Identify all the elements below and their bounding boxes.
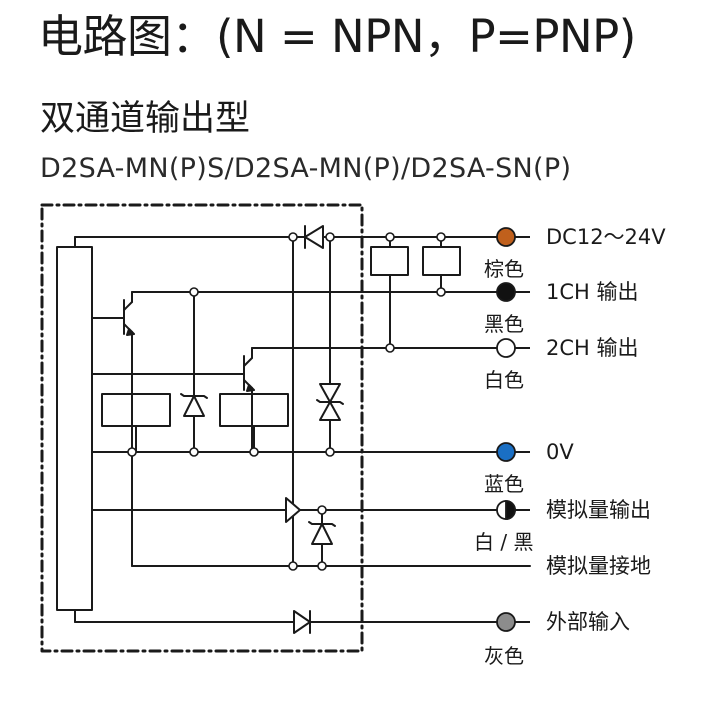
terminal-label-2ch: 2CH 输出	[546, 336, 639, 360]
page-subtitle: 双通道输出型	[40, 99, 251, 139]
terminal-dot-2ch	[496, 338, 516, 358]
internal-resistor-2	[219, 393, 289, 427]
terminal-dot-1ch	[496, 282, 516, 302]
zener-diode-1	[180, 291, 208, 453]
junction-dots	[127, 232, 446, 571]
zener-diode-analog	[308, 509, 336, 567]
terminal-dot-0v	[496, 442, 516, 462]
diode-external-input	[293, 610, 311, 634]
terminal-dot-ext-input	[496, 612, 516, 632]
terminal-label-ext-input: 外部输入	[546, 610, 630, 634]
terminal-dot-dc	[496, 227, 516, 247]
terminal-label-0v: 0V	[546, 440, 574, 464]
terminal-label-1ch: 1CH 输出	[546, 280, 639, 304]
wire-2ch	[251, 347, 498, 359]
color-label-1ch: 黑色	[484, 312, 524, 336]
wire-analog-ground	[131, 451, 531, 567]
transistor-2ch	[91, 355, 255, 453]
terminal-label-dc: DC12～24V	[546, 225, 666, 249]
internal-resistor-1	[101, 393, 171, 427]
model-numbers: D2SA-MN(P)S/D2SA-MN(P)/D2SA-SN(P)	[40, 153, 572, 184]
analog-buffer	[285, 497, 301, 523]
color-label-0v: 蓝色	[484, 472, 524, 496]
main-circuit-block	[56, 246, 93, 611]
terminal-label-analog-out: 模拟量输出	[546, 498, 651, 522]
transistor-1ch	[91, 299, 135, 453]
wire-external-input	[74, 609, 498, 623]
load-relay-1ch	[370, 246, 409, 276]
terminal-label-analog-ground: 模拟量接地	[546, 554, 651, 578]
surge-absorber	[316, 236, 344, 453]
wire-dc	[74, 236, 498, 248]
reverse-diode-dc	[304, 225, 324, 249]
page-title: 电路图：(N = NPN，P=PNP)	[38, 10, 636, 63]
load-relay-2ch	[422, 246, 461, 276]
terminal-dot-analog-out	[496, 500, 516, 520]
color-label-analog-out: 白 / 黑	[474, 530, 533, 554]
color-label-ext-input: 灰色	[484, 644, 524, 668]
sensor-enclosure	[40, 203, 364, 653]
color-label-dc: 棕色	[484, 257, 524, 281]
color-label-2ch: 白色	[484, 368, 524, 392]
